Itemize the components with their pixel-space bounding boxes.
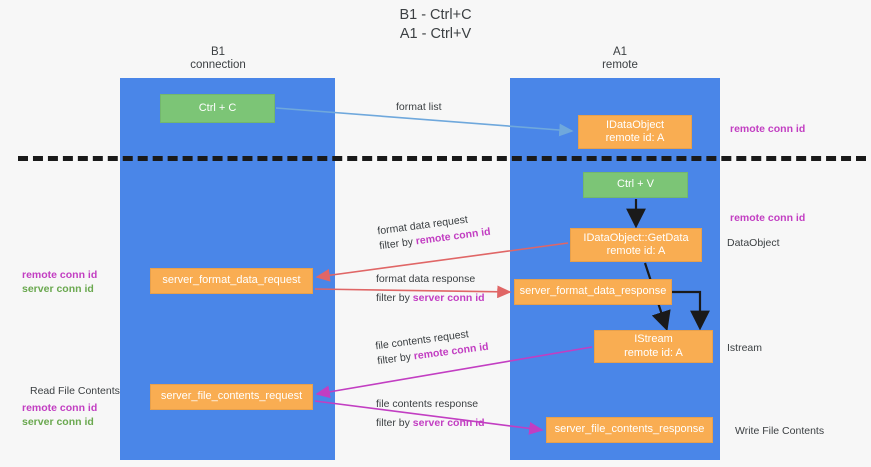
annotation-left-read-file-contents: Read File Contents bbox=[30, 385, 120, 397]
node-server-format-data-request[interactable]: server_format_data_request bbox=[150, 268, 313, 294]
diagram-title: B1 - Ctrl+C A1 - Ctrl+V bbox=[399, 7, 472, 42]
node-idataobject[interactable]: IDataObject remote id: A bbox=[578, 115, 692, 149]
annotation-right-remote-conn-id-top: remote conn id bbox=[730, 123, 806, 135]
node-server-file-contents-request[interactable]: server_file_contents_request bbox=[150, 384, 313, 410]
phase-divider bbox=[18, 156, 866, 161]
filter-prefix: filter by bbox=[376, 417, 413, 429]
annotation-right-dataobject: DataObject bbox=[727, 237, 780, 249]
edge-label-format-list-text: format list bbox=[396, 101, 442, 113]
annotation-left-conn-ids: remote conn id server conn id bbox=[22, 268, 97, 296]
edge-label-file-contents-response-filter: filter by server conn id bbox=[376, 416, 485, 431]
node-ctrl-v[interactable]: Ctrl + V bbox=[583, 172, 688, 198]
filter-key-server-conn-id: server conn id bbox=[412, 292, 485, 304]
node-server-format-data-response[interactable]: server_format_data_response bbox=[514, 279, 672, 305]
annotation-right-remote-conn-id-mid: remote conn id bbox=[730, 212, 806, 224]
annotation-left-server-conn-id-2: server conn id bbox=[22, 416, 94, 428]
node-idataobject-getdata[interactable]: IDataObject::GetData remote id: A bbox=[570, 228, 702, 262]
annotation-left-remote-conn-id-2: remote conn id bbox=[22, 402, 98, 414]
annotation-left-conn-ids-2: remote conn id server conn id bbox=[22, 401, 97, 429]
edge-label-file-contents-response: file contents response filter by server … bbox=[376, 397, 485, 431]
annotation-right-write-file-contents: Write File Contents bbox=[735, 425, 825, 437]
filter-key-server-conn-id: server conn id bbox=[412, 417, 485, 429]
edge-label-file-contents-request: file contents request filter by remote c… bbox=[375, 325, 490, 369]
filter-prefix: filter by bbox=[376, 350, 415, 368]
edge-label-format-list: format list bbox=[396, 100, 442, 115]
annotation-right-istream: Istream bbox=[727, 342, 763, 354]
edge-label-file-contents-response-text: file contents response bbox=[376, 398, 479, 410]
edge-label-format-data-response-filter: filter by server conn id bbox=[376, 291, 485, 306]
lane-header-a1: A1 remote bbox=[602, 46, 638, 71]
node-ctrl-c[interactable]: Ctrl + C bbox=[160, 94, 275, 123]
edge-label-format-data-response: format data response filter by server co… bbox=[376, 272, 485, 306]
node-istream[interactable]: IStream remote id: A bbox=[594, 330, 713, 363]
node-server-file-contents-response[interactable]: server_file_contents_response bbox=[546, 417, 713, 443]
filter-prefix: filter by bbox=[378, 235, 417, 253]
annotation-left-remote-conn-id: remote conn id bbox=[22, 269, 98, 281]
edge-label-format-data-request: format data request filter by remote con… bbox=[377, 210, 492, 254]
lane-header-b1: B1 connection bbox=[190, 46, 246, 71]
filter-prefix: filter by bbox=[376, 292, 413, 304]
edge-label-format-data-response-text: format data response bbox=[376, 273, 476, 285]
annotation-left-server-conn-id: server conn id bbox=[22, 283, 94, 295]
